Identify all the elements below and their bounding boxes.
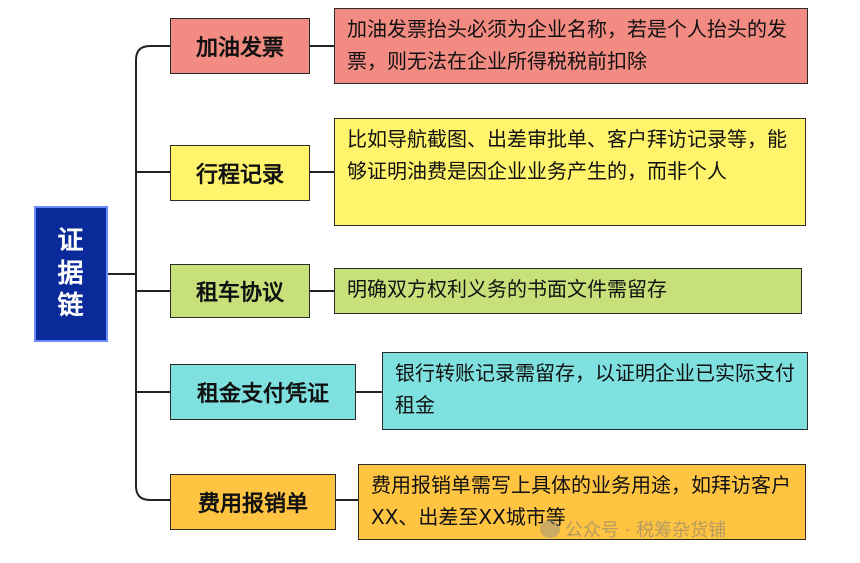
branch-node-2: 行程记录 xyxy=(170,145,310,201)
root-node: 证据链 xyxy=(34,206,108,342)
branch-desc-text-2: 比如导航截图、出差审批单、客户拜访记录等，能够证明油费是因企业业务产生的，而非个… xyxy=(347,127,787,183)
branch-node-5: 费用报销单 xyxy=(170,474,336,530)
branch-desc-1: 加油发票抬头必须为企业名称，若是个人抬头的发票，则无法在企业所得税税前扣除 xyxy=(334,8,808,84)
branch-label-2: 行程记录 xyxy=(195,163,284,188)
root-char: 据 xyxy=(57,258,85,289)
branch-desc-text-4: 银行转账记录需留存，以证明企业已实际支付租金 xyxy=(395,361,795,417)
branch-desc-4: 银行转账记录需留存，以证明企业已实际支付租金 xyxy=(382,352,808,430)
branch-label-1: 加油发票 xyxy=(195,36,284,61)
watermark-icon xyxy=(540,520,560,538)
branch-desc-text-5: 费用报销单需写上具体的业务用途，如拜访客户XX、出差至XX城市等 xyxy=(371,473,791,529)
branch-node-4: 租金支付凭证 xyxy=(170,364,356,420)
branch-desc-5: 费用报销单需写上具体的业务用途，如拜访客户XX、出差至XX城市等 xyxy=(358,464,806,540)
branch-node-3: 租车协议 xyxy=(170,264,310,318)
branch-label-3: 租车协议 xyxy=(195,281,284,306)
branch-desc-3: 明确双方权利义务的书面文件需留存 xyxy=(334,268,802,314)
branch-desc-text-1: 加油发票抬头必须为企业名称，若是个人抬头的发票，则无法在企业所得税税前扣除 xyxy=(347,17,787,73)
root-label: 证据链 xyxy=(57,225,86,323)
trunk-line xyxy=(135,45,151,501)
watermark-text: 公众号 · 税筹杂货铺 xyxy=(565,520,727,541)
branch-label-5: 费用报销单 xyxy=(197,492,308,517)
root-char: 证 xyxy=(57,226,85,257)
root-char: 链 xyxy=(57,291,85,322)
branch-node-1: 加油发票 xyxy=(170,18,310,74)
branch-desc-text-3: 明确双方权利义务的书面文件需留存 xyxy=(347,277,667,301)
branch-label-4: 租金支付凭证 xyxy=(196,382,329,407)
branch-desc-2: 比如导航截图、出差审批单、客户拜访记录等，能够证明油费是因企业业务产生的，而非个… xyxy=(334,118,806,226)
